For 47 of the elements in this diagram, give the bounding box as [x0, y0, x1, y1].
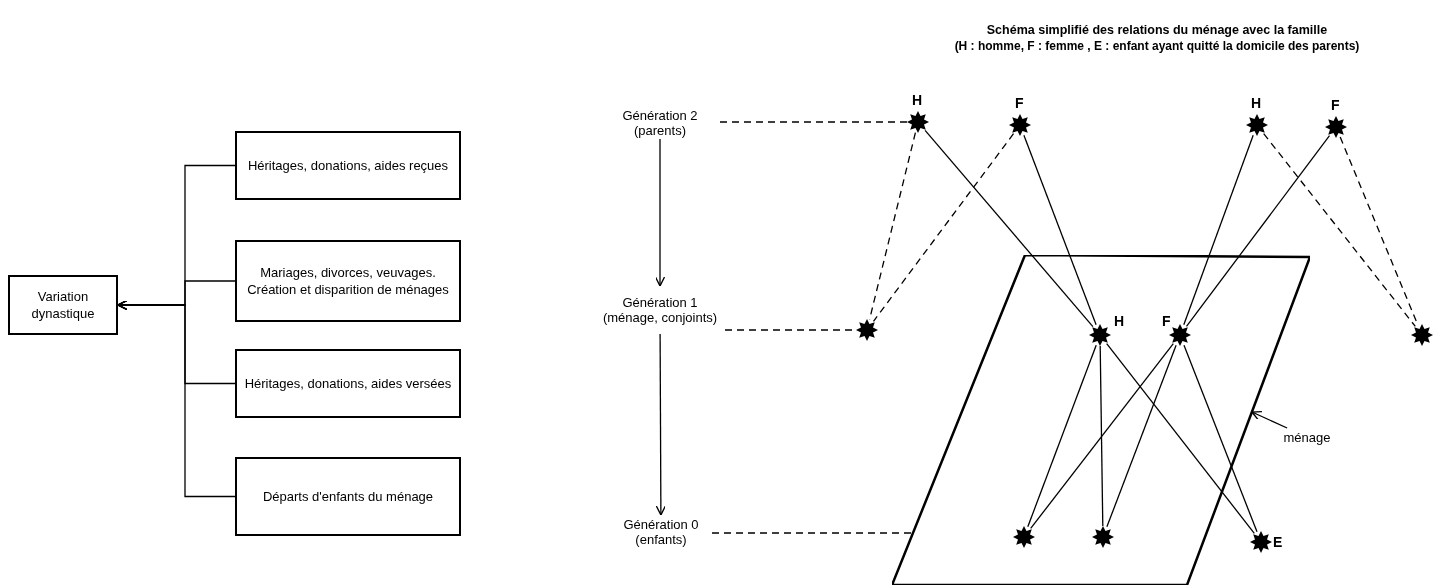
star-marker — [1169, 324, 1191, 346]
star-marker — [1009, 114, 1031, 136]
connector-line — [1185, 135, 1331, 327]
star-marker — [1246, 114, 1268, 136]
star-marker — [1089, 324, 1111, 346]
generation-label: Génération 1 (ménage, conjoints) — [595, 286, 725, 334]
pointer-label: ménage — [1276, 428, 1338, 446]
subtitle-note: (H : homme, F : femme , E : enfant ayant quitté la domicile des parents) — [954, 38, 1360, 54]
star-marker — [1325, 116, 1347, 138]
process-box: Variation dynastique — [8, 275, 118, 335]
arrow — [117, 299, 236, 498]
leader-line — [1251, 410, 1288, 429]
connector-line — [872, 133, 1015, 322]
letter-label: H — [1251, 95, 1262, 111]
star-marker — [1411, 324, 1433, 346]
letter-label: F — [1331, 97, 1340, 113]
connector-line — [1183, 134, 1254, 326]
process-box: Départs d'enfants du ménage — [235, 457, 461, 536]
connector-line — [1183, 344, 1258, 533]
leader-line — [719, 121, 908, 123]
arrow — [654, 138, 666, 287]
connector-line — [1023, 134, 1097, 326]
process-box: Héritages, donations, aides reçues — [235, 131, 461, 200]
star-marker — [907, 111, 929, 133]
leader-line — [711, 532, 914, 534]
connector-line — [1099, 345, 1104, 527]
generation-label: Génération 0 (enfants) — [610, 515, 712, 549]
connector-line — [1030, 342, 1174, 530]
star-marker — [856, 319, 878, 341]
letter-label: H — [912, 92, 923, 108]
letter-label: F — [1015, 95, 1024, 111]
connector-line — [1106, 344, 1177, 528]
connector-line — [924, 129, 1094, 328]
star-marker — [1250, 531, 1272, 553]
connector-line — [1263, 132, 1416, 328]
generation-label: Génération 2 (parents) — [600, 107, 720, 139]
process-box: Mariages, divorces, veuvages. Création et disparition de ménages — [235, 240, 461, 322]
star-marker — [1013, 526, 1035, 548]
diagram-title: Schéma simplifié des relations du ménage avec la famille — [986, 22, 1328, 38]
connector-line — [1027, 344, 1097, 528]
letter-label: E — [1273, 534, 1283, 550]
arrow — [655, 333, 667, 516]
letter-label: H — [1114, 313, 1125, 329]
letter-label: F — [1162, 313, 1171, 329]
connector-line — [1106, 342, 1255, 535]
star-marker — [1092, 526, 1114, 548]
process-box: Héritages, donations, aides versées — [235, 349, 461, 418]
